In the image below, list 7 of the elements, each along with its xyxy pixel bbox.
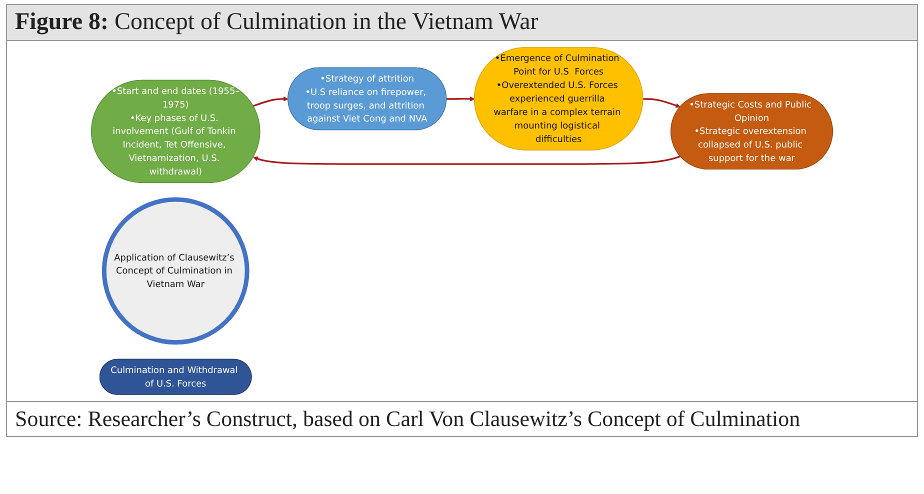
figure-title: Figure 8: Concept of Culmination in the Vietnam War — [7, 5, 917, 41]
arrow — [446, 96, 475, 102]
arrow — [643, 98, 680, 108]
arrow — [252, 96, 288, 107]
figure-caption: Source: Researcher’s Construct, based on Carl Von Clausewitz’s Concept of Culmination — [14, 405, 802, 433]
node-circle: Application of Clausewitz’s Concept of Culmination in Vietnam War — [102, 197, 250, 345]
arrow — [253, 156, 681, 165]
